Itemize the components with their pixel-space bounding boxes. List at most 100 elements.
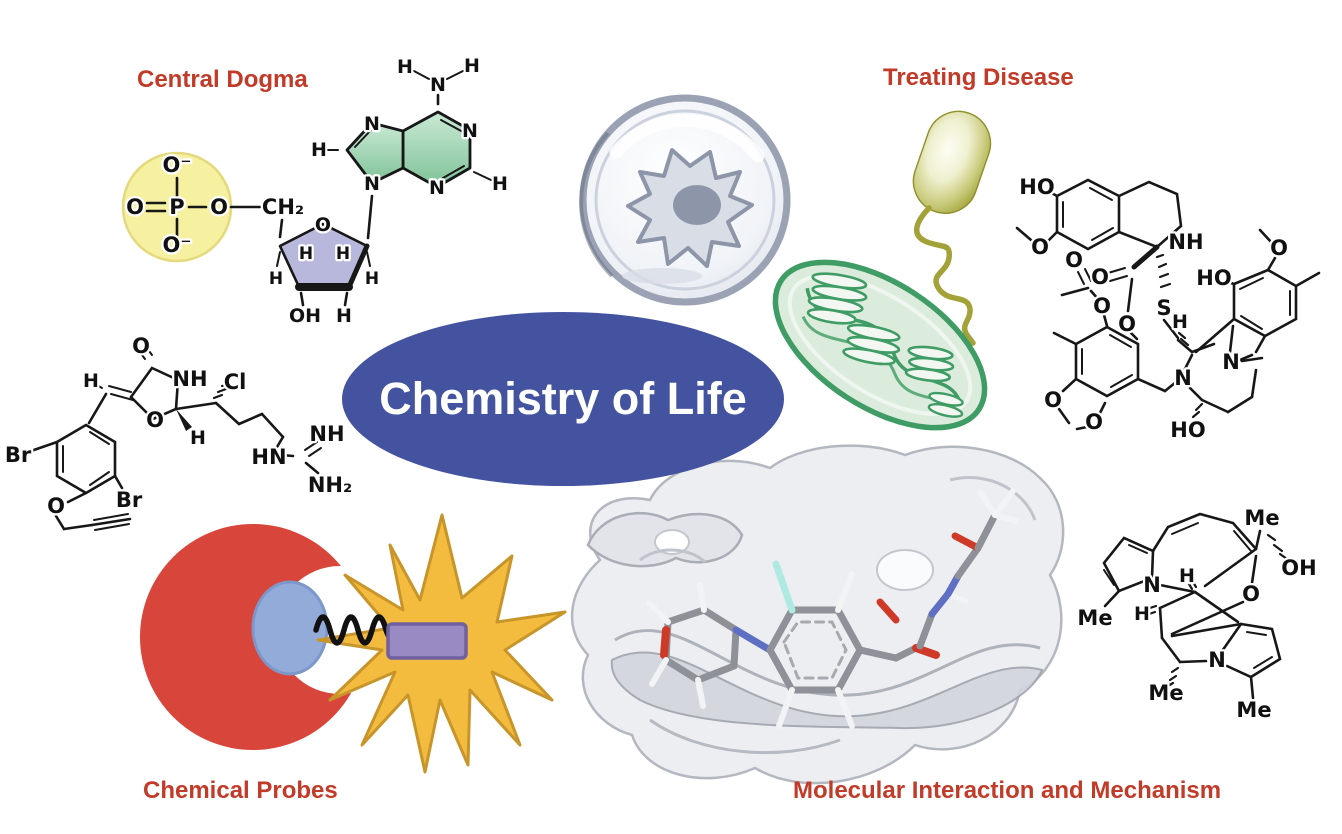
- atom-o-acetyl: O: [1065, 248, 1083, 272]
- atom-oh: OH: [1281, 556, 1316, 580]
- atom-sugar-o: O: [315, 214, 331, 236]
- fluorophore-tag: [386, 622, 468, 660]
- atom-carbonyl-o: O: [132, 334, 150, 358]
- atom-o-methoxy-left: O: [1031, 235, 1049, 259]
- hashed-wedge: [1266, 533, 1289, 561]
- atom-sugar-h-left: H: [269, 269, 283, 289]
- atom-n9: N: [364, 173, 380, 195]
- oxygen-stick: [876, 598, 900, 624]
- atom-sugar-oh: OH: [289, 305, 321, 327]
- cell-nucleus: [673, 185, 721, 225]
- atom-o-dioxole-2: O: [1085, 410, 1103, 434]
- nucleotide-structure: O⁻ O P O O⁻ CH₂ O H H H H OH H N N N N H: [121, 53, 510, 329]
- oxygen-stick: [660, 626, 670, 659]
- cell-dish-icon: [579, 94, 791, 306]
- atom-amine-n: N: [430, 74, 446, 96]
- atom-h-top: H: [1179, 565, 1195, 587]
- cristae-cluster: [904, 345, 955, 383]
- atom-c8-h: H: [311, 139, 327, 161]
- atom-s: S: [1156, 296, 1171, 320]
- atom-n-top: N: [1143, 573, 1161, 597]
- atom-cl: Cl: [224, 370, 247, 394]
- atom-p: P: [169, 195, 184, 219]
- mitochondrion-icon: [772, 259, 988, 431]
- atom-nh: NH: [309, 422, 344, 446]
- bacterium-icon: [912, 110, 992, 346]
- atom-ether-o: O: [47, 494, 65, 518]
- atom-nh: NH: [1168, 230, 1203, 254]
- atom-o-methoxy-right: O: [1270, 236, 1288, 260]
- adenine-six-ring: [401, 110, 472, 189]
- atom-o-minus-bottom: O⁻: [163, 233, 192, 257]
- wedge-bond: [176, 409, 192, 431]
- ligand-sticks: [646, 488, 1019, 729]
- hashed-wedge: [1191, 402, 1204, 419]
- atom-o-lactone: O: [1118, 312, 1136, 336]
- atom-n-bottom: N: [1208, 648, 1226, 672]
- atom-ch2: CH₂: [262, 195, 304, 219]
- atom-h-left: H: [1134, 603, 1150, 625]
- label-treating-disease: Treating Disease: [883, 64, 1074, 91]
- atom-o-right: O: [210, 195, 228, 219]
- trabectedin-structure: HO O NH O O O O S H HO O N N HO O O: [1015, 173, 1321, 444]
- atom-o-left: O: [126, 195, 144, 219]
- atom-o-minus-top: O⁻: [163, 153, 192, 177]
- atom-hn: HN: [251, 445, 286, 469]
- atom-ring-o: O: [146, 408, 164, 432]
- oxygen-stick: [951, 532, 982, 552]
- label-chemical-probes: Chemical Probes: [143, 777, 338, 804]
- chemical-probe-cartoon: [140, 513, 567, 774]
- linker-squiggle: [313, 614, 399, 646]
- protein-surface: [570, 444, 1065, 785]
- blue-ellipse: [342, 312, 784, 486]
- title-ellipse: Chemistry of Life: [342, 312, 784, 486]
- atom-br-left: Br: [5, 443, 32, 467]
- alkaloid-structure: Me OH O N H H Me Me N Me: [1075, 504, 1319, 725]
- atom-me-top: Me: [1244, 506, 1279, 530]
- atom-n-left: N: [1174, 366, 1192, 390]
- atom-vinyl-h: H: [83, 370, 99, 392]
- atom-me-mid: Me: [1148, 681, 1183, 705]
- atom-o-carbonyl: O: [1091, 265, 1109, 289]
- atom-ho-mid: HO: [1196, 266, 1231, 290]
- adenine-five-ring: [345, 121, 405, 185]
- atom-me-left: Me: [1077, 606, 1112, 630]
- label-central-dogma: Central Dogma: [137, 66, 308, 93]
- atom-me-bottom: Me: [1236, 698, 1271, 722]
- atom-h: H: [1172, 311, 1188, 333]
- atom-o-ester: O: [1093, 294, 1111, 318]
- atom-n7: N: [364, 113, 380, 135]
- atom-sugar-h-right: H: [365, 269, 379, 289]
- cristae-cluster: [842, 323, 901, 366]
- probe-molecule-structure: O H NH Cl O H HN NH NH₂ Br Br O: [3, 332, 354, 531]
- flagellum: [914, 205, 976, 346]
- atom-n-center: N: [1222, 350, 1240, 374]
- atom-amine-h-left: H: [397, 56, 413, 78]
- atom-amine-h-right: H: [464, 55, 480, 77]
- atom-ho-top: HO: [1019, 175, 1054, 199]
- atom-o: O: [1242, 582, 1260, 606]
- atom-ho-bottom: HO: [1170, 418, 1205, 442]
- atom-n1: N: [462, 120, 478, 142]
- atom-br-right: Br: [116, 488, 143, 512]
- page-title: Chemistry of Life: [379, 373, 747, 424]
- atom-nh2: NH₂: [308, 473, 352, 497]
- fluorine-stick: [772, 560, 796, 614]
- atom-sugar-h1: H: [299, 244, 313, 264]
- cristae-cluster: [806, 272, 868, 325]
- atom-ring-nh: NH: [172, 367, 207, 391]
- atom-n3: N: [429, 177, 445, 199]
- nitrogen-stick: [928, 590, 952, 618]
- atom-sugar-h-bottom: H: [336, 305, 352, 327]
- atom-c2-h: H: [492, 173, 508, 195]
- nitrogen-stick: [732, 626, 774, 654]
- atom-stereo-h: H: [190, 427, 206, 449]
- hashed-wedge: [1187, 580, 1198, 591]
- label-molecular-interaction: Molecular Interaction and Mechanism: [793, 777, 1221, 804]
- protein-binding-pocket-render: [570, 444, 1065, 785]
- hashed-wedge: [1147, 604, 1158, 616]
- hashed-wedge: [1177, 331, 1190, 347]
- atom-o-dioxole-1: O: [1044, 388, 1062, 412]
